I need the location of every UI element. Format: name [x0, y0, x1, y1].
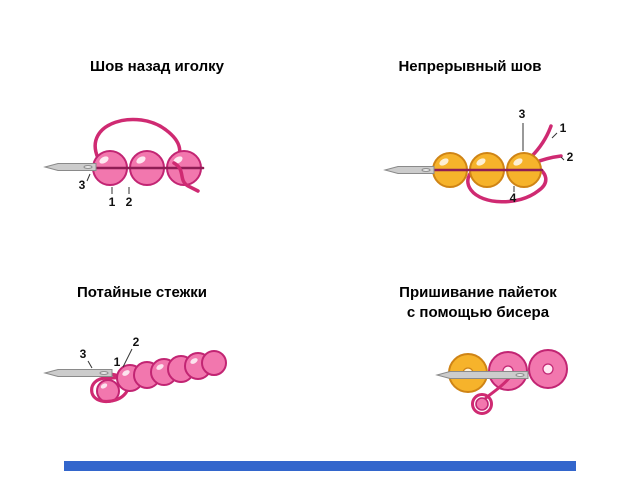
- backstitch-title: Шов назад иголку: [90, 58, 224, 75]
- tick-line: [560, 156, 565, 161]
- tick-line: [86, 173, 91, 182]
- bead-highlight: [122, 370, 130, 376]
- needle-body: [383, 166, 435, 174]
- blind-stitch-title: Потайные стежки: [76, 284, 208, 301]
- sequin-title: Пришивание пайеток с помощью бисера: [338, 283, 618, 323]
- bead-highlight: [156, 364, 164, 370]
- step-label-2: 2: [126, 195, 133, 209]
- needle-eye: [515, 373, 525, 377]
- step-label-1: 1: [114, 355, 121, 369]
- needle-eye: [99, 371, 109, 375]
- thread-tail: [172, 161, 200, 193]
- bead-highlight: [136, 156, 146, 164]
- bead-highlight: [439, 158, 449, 166]
- tick-line: [87, 360, 93, 369]
- tick-line: [122, 348, 133, 368]
- bead: [201, 350, 227, 376]
- needle-eye: [83, 165, 93, 169]
- bead-highlight: [513, 158, 523, 166]
- sequin-title-line1: Пришивание пайеток: [399, 284, 557, 301]
- blind-stitch-diagram: 3 2 1: [43, 335, 227, 404]
- step-label-4: 4: [510, 191, 517, 205]
- needle: [435, 371, 529, 379]
- continuous-title: Непрерывный шов: [398, 58, 542, 75]
- sequin-hole: [542, 363, 554, 375]
- step-label-2: 2: [567, 150, 574, 164]
- small-bead: [475, 397, 489, 411]
- needle: [43, 369, 113, 377]
- needle-body: [43, 163, 97, 171]
- bead-highlight: [190, 358, 198, 364]
- step-ticks: [86, 173, 130, 194]
- backstitch-diagram: 3 1 2: [43, 117, 205, 209]
- needle-body: [435, 371, 529, 379]
- bead-highlight: [173, 156, 183, 164]
- sequin-diagram: [435, 349, 568, 415]
- step-label-3: 3: [519, 107, 526, 121]
- step-label-2: 2: [133, 335, 140, 349]
- thread-loop: [466, 163, 548, 204]
- needle: [43, 163, 97, 171]
- needle-eye: [421, 168, 431, 172]
- bead-highlight: [100, 383, 108, 389]
- step-label-3: 3: [80, 347, 87, 361]
- bead-highlights: [100, 358, 198, 389]
- bead-highlight: [99, 156, 109, 164]
- bead-highlights: [99, 156, 183, 164]
- step-ticks: [87, 348, 133, 369]
- bead-highlight: [476, 158, 486, 166]
- bead-chain: [116, 350, 227, 392]
- sequin-title-line2: с помощью бисера: [406, 304, 550, 321]
- thread-loop: [471, 393, 493, 415]
- tick-line: [551, 132, 558, 139]
- step-label-1: 1: [560, 121, 567, 135]
- thread-end-1: [529, 124, 553, 159]
- step-ticks: [513, 123, 565, 192]
- step-label-1: 1: [109, 195, 116, 209]
- bead-highlights: [439, 158, 523, 166]
- bottom-divider: [64, 461, 576, 471]
- continuous-stitch-diagram: 3 1 2 4: [383, 107, 574, 205]
- step-label-3: 3: [79, 178, 86, 192]
- needle-body: [43, 369, 113, 377]
- needle: [383, 166, 435, 174]
